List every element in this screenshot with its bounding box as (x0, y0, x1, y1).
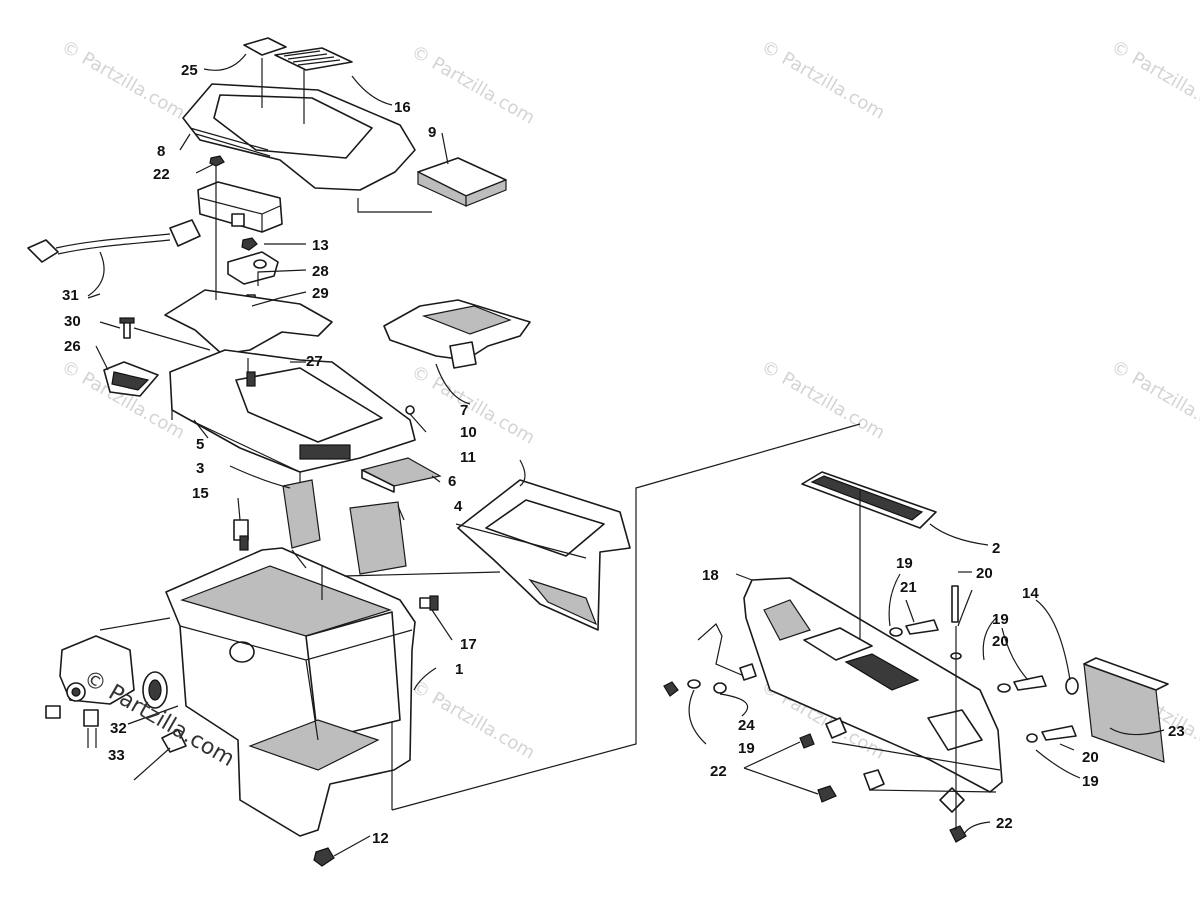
callout-27: 27 (306, 353, 323, 370)
watermark: © Partzilla.com (758, 356, 889, 444)
callout-25: 25 (181, 62, 198, 79)
part-31-wiring-harness (27, 219, 201, 297)
callout-4: 4 (454, 498, 463, 515)
callout-5: 5 (196, 436, 204, 453)
part-27-pin (246, 371, 256, 387)
watermark: © Partzilla.com (58, 36, 189, 124)
callout-19: 19 (738, 740, 755, 757)
part-9-filter-pad (417, 157, 507, 207)
callout-30: 30 (64, 313, 81, 330)
part-12-nut (313, 847, 335, 867)
watermark: © Partzilla.com (408, 676, 539, 764)
watermark: © Partzilla.com (1108, 36, 1200, 124)
part-33-clip (161, 729, 187, 753)
part-26-grommet (103, 361, 159, 397)
callout-33: 33 (108, 747, 125, 764)
callout-14: 14 (1022, 585, 1039, 602)
callout-15: 15 (192, 485, 209, 502)
callout-6: 6 (448, 473, 456, 490)
part-1-main-housing (165, 547, 416, 837)
callout-20: 20 (1082, 749, 1099, 766)
gasket-plate (164, 289, 333, 355)
callout-20: 20 (992, 633, 1009, 650)
part-11-duct (457, 479, 631, 631)
callout-1: 1 (455, 661, 463, 678)
leader-lines (87, 53, 1165, 857)
wire-rod (697, 623, 745, 677)
part-15-bolt (233, 519, 249, 551)
part-16-vent-grill (274, 47, 353, 71)
callout-22: 22 (710, 763, 727, 780)
callout-18: 18 (702, 567, 719, 584)
part-32-boot (142, 671, 168, 709)
callout-29: 29 (312, 285, 329, 302)
part-13-nut (241, 237, 258, 251)
control-module (197, 181, 283, 233)
callout-26: 26 (64, 338, 81, 355)
callout-19: 19 (1082, 773, 1099, 790)
part-5-tray (169, 349, 416, 488)
callout-13: 13 (312, 237, 329, 254)
callout-7: 7 (460, 402, 468, 419)
callout-31: 31 (62, 287, 79, 304)
callout-28: 28 (312, 263, 329, 280)
callout-32: 32 (110, 720, 127, 737)
callout-labels: 25 16 9 8 22 13 28 29 31 30 26 27 7 10 5… (62, 62, 1185, 847)
part-8-top-cover (182, 83, 416, 191)
part-18-console (743, 577, 1003, 793)
callout-3: 3 (196, 460, 204, 477)
callout-22: 22 (996, 815, 1013, 832)
part-30-bolt (119, 317, 135, 339)
part-3-filter (282, 479, 321, 549)
callout-10: 10 (460, 424, 477, 441)
part-7-housing (383, 299, 531, 369)
part-2-gasket (801, 471, 937, 529)
callout-12: 12 (372, 830, 389, 847)
callout-17: 17 (460, 636, 477, 653)
right-fasteners (663, 585, 1079, 843)
watermark: © Partzilla.com (758, 36, 889, 124)
callout-23: 23 (1168, 723, 1185, 740)
callout-2: 2 (992, 540, 1000, 557)
callout-8: 8 (157, 143, 165, 160)
part-10-screw (405, 405, 415, 415)
callout-19: 19 (992, 611, 1009, 628)
connector-block (227, 251, 279, 285)
callout-9: 9 (428, 124, 436, 141)
carburetor-assembly (45, 635, 135, 748)
part-25-cap (243, 37, 287, 56)
callout-20: 20 (976, 565, 993, 582)
callout-24: 24 (738, 717, 755, 734)
part-22-nut (209, 155, 225, 167)
part-6-pad (360, 457, 442, 493)
callout-21: 21 (900, 579, 917, 596)
watermark: © Partzilla.com (408, 41, 539, 129)
callout-11: 11 (460, 449, 476, 466)
part-4-filter (349, 501, 407, 575)
callout-22: 22 (153, 166, 170, 183)
part-23-filter-pad (1083, 657, 1169, 763)
watermark: © Partzilla.com (1108, 356, 1200, 444)
part-17-bolt (419, 595, 439, 611)
callout-19: 19 (896, 555, 913, 572)
callout-16: 16 (394, 99, 411, 116)
